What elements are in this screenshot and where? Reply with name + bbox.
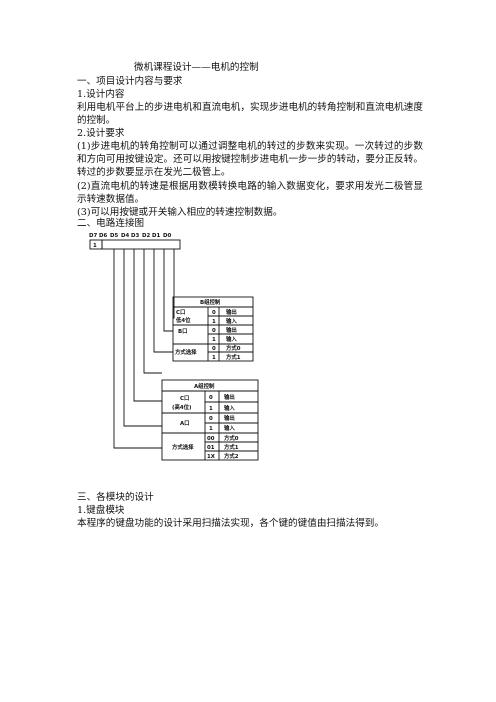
bit-label-d7: D7 (89, 233, 97, 239)
group-b-portc-row0-val: 0 (212, 310, 216, 316)
subsection-1-heading: 1.设计内容 (77, 89, 125, 100)
group-b-title: B组控制 (200, 298, 221, 306)
subsection-3-heading: 1.键盘模块 (77, 505, 125, 516)
group-b-mode-row1-val: 1 (212, 355, 216, 361)
group-a-title: A组控制 (194, 382, 215, 390)
group-a-portc-label: C口 (180, 395, 189, 402)
group-a-mode-row1-txt: 方式1 (224, 443, 239, 451)
bit-label-d6: D6 (99, 233, 107, 239)
group-a-mode-row1-val: 01 (207, 445, 215, 451)
group-b-mode-row1-txt: 方式1 (226, 353, 241, 361)
group-a-portc-row0-val: 0 (209, 395, 213, 401)
group-a-portc-row1-txt: 输入 (224, 404, 235, 412)
group-a-porta-row1-val: 1 (209, 426, 213, 432)
group-a-porta-label: A口 (180, 420, 190, 427)
group-a-mode-row2-txt: 方式2 (224, 452, 239, 460)
group-a-mode-label: 方式选择 (172, 443, 194, 451)
requirement-3-paragraph: (3)可以用按键或开关输入相应的转速控制数据。 (77, 207, 283, 218)
bit-label-d5: D5 (110, 233, 118, 239)
group-b-portb-row0-txt: 输出 (226, 326, 237, 334)
group-b-mode-label: 方式选择 (175, 348, 197, 356)
group-a-portc-row1-val: 1 (209, 406, 213, 412)
group-b-mode-row0-txt: 方式0 (226, 344, 241, 352)
design-content-paragraph: 利用电机平台上的步进电机和直流电机，实现步进电机的转角控制和直流电机速度的控制。 (77, 102, 423, 127)
control-word-diagram: D7 D6 D5 D4 D3 D2 D1 D0 1 B组控制 C口 低4位 0 … (89, 233, 259, 461)
group-a-mode-row0-txt: 方式0 (224, 434, 239, 442)
section-1-heading: 一、项目设计内容与要求 (77, 76, 183, 87)
group-b-portb-row1-val: 1 (212, 337, 216, 343)
section-3-heading: 三、各模块的设计 (77, 492, 154, 503)
group-b-portb-label: B口 (178, 328, 188, 335)
document-title: 微机课程设计——电机的控制 (134, 62, 259, 73)
group-a-mode-row0-val: 00 (207, 436, 215, 442)
subsection-2-heading: 2.设计要求 (77, 128, 125, 139)
requirement-2-paragraph: (2)直流电机的转速是根据用数模转换电路的输入数据变化，要求用发光二极管显示转速… (77, 181, 423, 206)
group-a-porta-row1-txt: 输入 (224, 424, 235, 432)
section-2-heading: 二、电路连接图 (77, 218, 145, 229)
group-b-portc-row0-txt: 输出 (226, 308, 237, 316)
group-b-portc-label: C口 (176, 309, 185, 316)
bit7-value: 1 (93, 243, 97, 249)
bit-label-d3: D3 (131, 233, 139, 239)
group-a-mode-row2-val: 1X (207, 454, 216, 460)
group-b-mode-row0-val: 0 (212, 346, 216, 352)
group-b-portb-row0-val: 0 (212, 328, 216, 334)
group-b-portc-sub: 低4位 (175, 316, 191, 324)
group-a-portc-row0-txt: 输出 (224, 393, 235, 401)
group-a-porta-row0-txt: 输出 (224, 414, 235, 422)
bit-label-d2: D2 (142, 233, 150, 239)
group-a-porta-row0-val: 0 (209, 416, 213, 422)
bit-label-d1: D1 (152, 233, 160, 239)
group-b-portc-row1-val: 1 (212, 319, 216, 325)
keyboard-module-paragraph: 本程序的键盘功能的设计采用扫描法实现，各个键的键值由扫描法得到。 (77, 518, 384, 529)
requirement-1-paragraph: (1)步进电机的转角控制可以通过调整电机的转过的步数来实现。一次转过的步数和方向… (77, 141, 423, 179)
group-a-portc-sub: (高4位) (172, 403, 191, 411)
group-b-portc-row1-txt: 输入 (226, 317, 237, 325)
bit-label-d0: D0 (163, 233, 171, 239)
bit-label-d4: D4 (121, 233, 129, 239)
group-b-portb-row1-txt: 输入 (226, 335, 237, 343)
